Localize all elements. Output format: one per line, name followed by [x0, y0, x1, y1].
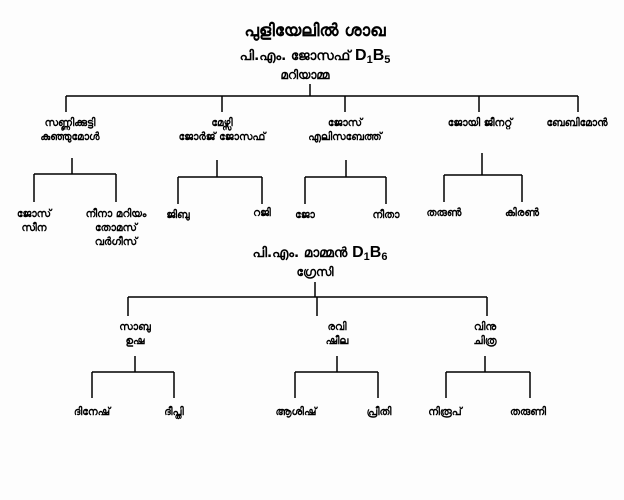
family1-spouse: മറിയാമ്മ — [280, 68, 330, 82]
family2-head-name: പി.എം. മാമ്മൻ — [252, 245, 348, 261]
family1-child-5: ബേബിമോൻ — [546, 117, 608, 129]
family2-spouse: ഗ്രേസി — [296, 265, 334, 279]
family2-child-3: വിനുചിത്ര — [473, 321, 497, 347]
family1-head-code: D1B5 — [355, 47, 391, 66]
grandchild: നീനാ മറിയംതോമസ്വർഗീസ് — [85, 208, 147, 248]
family2-child-2: രവിഷീല — [325, 321, 349, 347]
family1-child-4: ജോയി ജീനറ്റ് — [447, 117, 513, 129]
grandchild: റജി — [253, 207, 271, 219]
grandchild: ജിബു — [166, 209, 190, 221]
family2-head-code: D1B6 — [352, 244, 388, 263]
grandchild: കിരൺ — [504, 207, 540, 219]
tree-title: പുളിയേലിൽ ശാഖ — [244, 21, 386, 41]
grandchild: ആശിഷ് — [275, 406, 317, 418]
grandchild: ദീപ്തി — [164, 406, 184, 418]
family2-head: പി.എം. മാമ്മൻ D1B6 — [195, 244, 445, 266]
family1-head-name: പി.എം. ജോസഫ് — [239, 48, 351, 64]
grandchild: നീതാ — [372, 209, 400, 221]
grandchild: തരുൺ — [426, 207, 462, 219]
family1-head: പി.എം. ജോസഫ് D1B5 — [190, 47, 440, 69]
grandchild: ജോസ്സീന — [16, 208, 52, 234]
grandchild: പ്രീതി — [366, 406, 392, 418]
family1-child-2: മേഴ്സിജോർജ് ജോസഫ് — [178, 117, 266, 143]
grandchild: ദിനേഷ് — [73, 406, 111, 418]
grandchild: നിരൂപ് — [428, 406, 462, 418]
grandchild: ജോ — [295, 209, 315, 221]
family2-child-1: സാബുഉഷ — [119, 321, 151, 347]
family1-child-1: സണ്ണിക്കുട്ടികുഞ്ഞുമോൾ — [40, 117, 100, 143]
family1-child-3: ജോസ്എലിസബേത്ത് — [308, 117, 382, 143]
grandchild: തരുണി — [509, 406, 547, 418]
